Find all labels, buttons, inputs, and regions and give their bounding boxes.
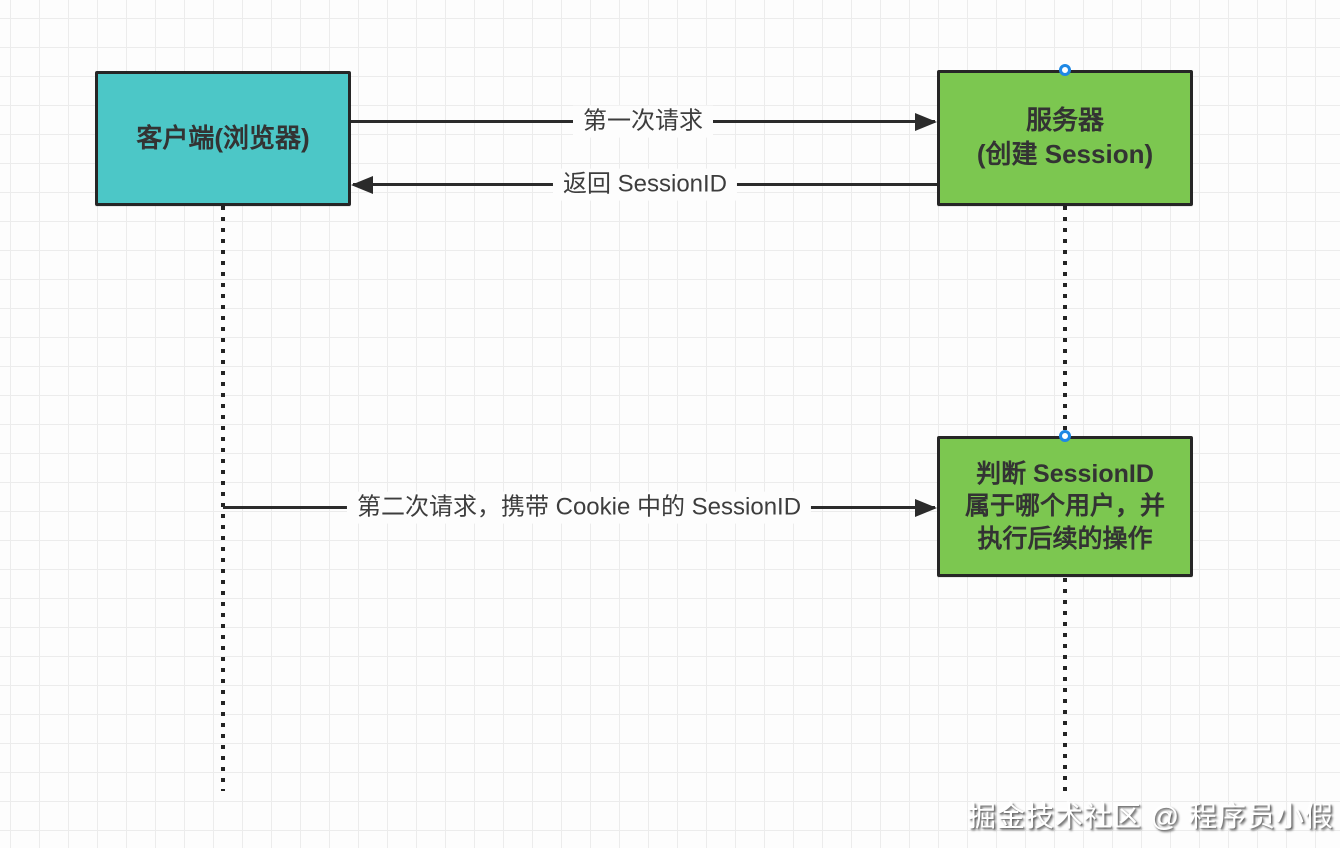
arrowhead-right-icon: [915, 112, 937, 131]
edge-return-sessionid[interactable]: 返回 SessionID: [351, 168, 937, 201]
edge-label-return-sessionid[interactable]: 返回 SessionID: [552, 168, 738, 201]
node-judge-label-line1: 判断 SessionID: [976, 459, 1154, 488]
selection-handle-judge[interactable]: [1059, 430, 1071, 442]
arrowhead-right-icon: [915, 498, 937, 517]
node-server-label-line2: (创建 Session): [976, 139, 1154, 169]
client-lifeline[interactable]: [221, 206, 225, 791]
node-client-browser[interactable]: 客户端(浏览器): [95, 71, 351, 206]
edge-first-request[interactable]: 第一次请求: [351, 105, 937, 138]
watermark: 掘金技术社区 @ 程序员小假: [968, 801, 1334, 832]
selection-handle-server[interactable]: [1059, 64, 1071, 76]
node-server[interactable]: 服务器 (创建 Session): [937, 70, 1193, 206]
server-lifeline-upper[interactable]: [1063, 206, 1067, 434]
edge-second-request[interactable]: 第二次请求，携带 Cookie 中的 SessionID: [223, 491, 937, 524]
node-server-label-line1: 服务器: [1025, 105, 1104, 136]
arrowhead-left-icon: [351, 175, 373, 194]
server-lifeline-lower[interactable]: [1063, 578, 1067, 791]
edge-label-second-request[interactable]: 第二次请求，携带 Cookie 中的 SessionID: [346, 491, 812, 524]
node-judge-label-line2: 属于哪个用户，并: [964, 492, 1165, 521]
node-client-label: 客户端(浏览器): [136, 122, 310, 153]
node-judge-label-line3: 执行后续的操作: [977, 524, 1153, 553]
node-judge-sessionid[interactable]: 判断 SessionID 属于哪个用户，并 执行后续的操作: [937, 436, 1193, 577]
edge-label-first-request[interactable]: 第一次请求: [573, 105, 713, 138]
